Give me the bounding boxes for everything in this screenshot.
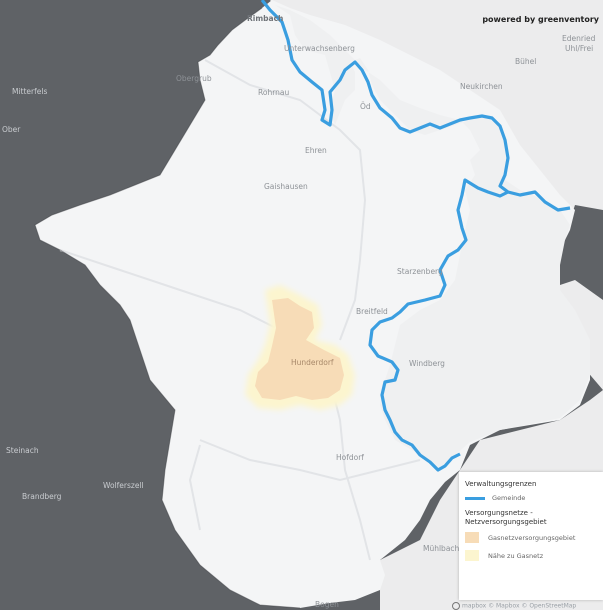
legend-section-admin: Verwaltungsgrenzen Gemeinde bbox=[465, 480, 597, 502]
outline-shadow bbox=[34, 7, 301, 609]
place-label-windberg: Windberg bbox=[409, 359, 445, 368]
legend-section-title: Versorgungsnetze - Netzversorgungsgebiet bbox=[465, 509, 547, 526]
place-label-rohrnau: Rohrnau bbox=[258, 88, 290, 97]
place-label-breitfeld: Breitfeld bbox=[356, 307, 388, 316]
gas-supply-swatch bbox=[465, 532, 479, 543]
legend-section-title: Verwaltungsgrenzen bbox=[465, 480, 537, 488]
legend-item-label: Gasnetzversorgungsgebiet bbox=[488, 533, 576, 542]
place-label-steinach: Steinach bbox=[6, 446, 39, 455]
place-label-rimbach: Rimbach bbox=[247, 14, 284, 23]
place-label-obergrub: Obergrub bbox=[176, 74, 212, 83]
place-label-oel: Öd bbox=[360, 102, 371, 111]
place-label-adlfing: Uhl/Frei bbox=[565, 44, 594, 53]
place-label-wolferszell: Wolferszell bbox=[103, 481, 144, 490]
place-label-bogen: Bogen bbox=[315, 600, 339, 609]
legend-section-supply: Versorgungsnetze - Netzversorgungsgebiet… bbox=[465, 509, 597, 561]
legend-item-gas-supply[interactable]: Gasnetzversorgungsgebiet bbox=[465, 532, 597, 543]
place-label-hofdorf: Hofdorf bbox=[336, 453, 364, 462]
legend-item-label: Nähe zu Gasnetz bbox=[488, 551, 544, 560]
place-label-buhel: Bühel bbox=[515, 57, 537, 66]
place-label-hunderdorf: Hunderdorf bbox=[291, 358, 334, 367]
map-attribution[interactable]: mapbox © Mapbox © OpenStreetMap bbox=[452, 602, 576, 610]
place-label-edenried: Edenried bbox=[562, 34, 596, 43]
gas-supply-area bbox=[255, 298, 344, 400]
near-gas-swatch bbox=[465, 550, 479, 561]
attribution-text: mapbox © Mapbox © OpenStreetMap bbox=[462, 602, 577, 610]
place-label-neukirchen: Neukirchen bbox=[460, 82, 503, 91]
map-legend: Verwaltungsgrenzen Gemeinde Versorgungsn… bbox=[459, 472, 603, 600]
municipal-border-line bbox=[260, 0, 571, 472]
place-label-ober: Ober bbox=[2, 125, 21, 134]
mapbox-logo-icon bbox=[452, 602, 460, 610]
roads bbox=[59, 59, 421, 561]
legend-item-label: Gemeinde bbox=[492, 494, 526, 502]
place-label-gaishausen: Gaishausen bbox=[264, 182, 308, 191]
legend-item-near-gas[interactable]: Nähe zu Gasnetz bbox=[465, 550, 597, 561]
gemeinde-swatch bbox=[465, 496, 485, 500]
powered-by-label: powered by greenventory bbox=[482, 15, 599, 24]
legend-item-gemeinde[interactable]: Gemeinde bbox=[465, 494, 597, 502]
place-label-ehren: Ehren bbox=[305, 146, 327, 155]
place-label-brandberg: Brandberg bbox=[22, 492, 62, 501]
place-label-mitterfels: Mitterfels bbox=[12, 87, 48, 96]
place-label-starzenberg: Starzenberg bbox=[397, 267, 443, 276]
place-label-muehlbach: Mühlbach bbox=[423, 544, 460, 553]
place-label-unterwachsenberg: Unterwachsenberg bbox=[284, 44, 355, 53]
neighbor-area-inner bbox=[275, 5, 590, 470]
